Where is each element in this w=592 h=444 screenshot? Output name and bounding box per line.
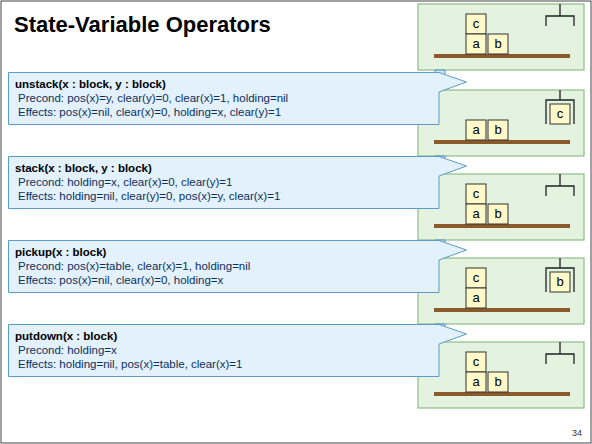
operator-clause: Effects: pos(x)=nil, clear(x)=0, holding… [15,273,433,287]
callout-outline [9,157,467,209]
block-letter: a [472,291,479,305]
block-letter: b [494,375,501,389]
operator-name: pickup(x : block) [15,245,433,259]
state-panel [418,342,584,408]
block-letter: c [473,187,480,201]
operator-name: unstack(x : block, y : block) [15,77,433,91]
operator-box: pickup(x : block)Precond: pos(x)=table, … [8,240,467,293]
page-number: 34 [572,426,582,440]
operator-clause: Precond: pos(x)=table, clear(x)=1, holdi… [15,259,433,273]
block-letter: c [557,107,564,121]
block-letter: c [473,17,480,31]
state-panel [418,258,584,324]
block-letter: c [473,271,480,285]
block-letter: c [473,355,480,369]
block-letter: b [556,275,563,289]
block-letter: a [472,123,479,137]
operator-clause: Effects: pos(x)=nil, clear(x)=0, holding… [15,105,433,119]
operator-clause: Precond: holding=x [15,343,433,357]
operator-box: unstack(x : block, y : block)Precond: po… [8,72,467,125]
operator-clause: Effects: holding=nil, clear(y)=0, pos(x)… [15,189,433,203]
operator-box: putdown(x : block)Precond: holding=xEffe… [8,324,467,377]
block-letter: a [472,207,479,221]
state-panel [418,174,584,240]
operator-clause: Precond: holding=x, clear(x)=0, clear(y)… [15,175,433,189]
operator-clause: Effects: holding=nil, pos(x)=table, clea… [15,357,433,371]
operator-name: putdown(x : block) [15,329,433,343]
operator-box: stack(x : block, y : block)Precond: hold… [8,156,467,209]
callout-outline [9,325,467,377]
slide-title: State-Variable Operators [14,12,271,38]
operator-clause: Precond: pos(x)=y, clear(y)=0, clear(x)=… [15,91,433,105]
block-letter: a [472,375,479,389]
block-letter: a [472,37,479,51]
state-panel [418,4,584,70]
block-letter: b [494,207,501,221]
operator-name: stack(x : block, y : block) [15,161,433,175]
callout-outline [9,73,467,125]
block-letter: b [494,37,501,51]
state-panel [418,90,584,156]
block-letter: b [494,123,501,137]
callout-outline [9,241,467,293]
